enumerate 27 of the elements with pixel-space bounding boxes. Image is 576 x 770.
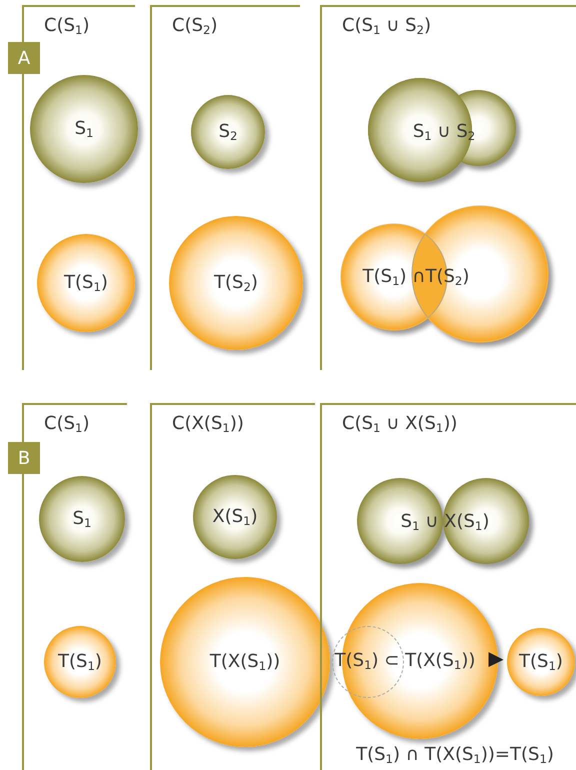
set-label: T(S$_{1}$) xyxy=(58,651,102,673)
set-label: S$_{2}$ xyxy=(218,121,238,143)
panel-frame xyxy=(320,403,576,770)
equation-text: T(S$_{1}$) ∩ T(X(S$_{1}$))=T(S$_{1}$) xyxy=(356,744,554,766)
dashed-circle xyxy=(332,626,404,698)
overlapping-circles xyxy=(341,206,548,342)
set-label: S$_{1}$ xyxy=(72,508,92,530)
panel-frame xyxy=(320,5,576,370)
section-badge: B xyxy=(8,442,40,474)
panel-heading: C(S$_{1}$) xyxy=(44,413,90,435)
set-label: T(S$_{1}$) xyxy=(519,651,563,673)
merged-circles xyxy=(357,478,529,564)
set-label: T(S$_{1}$) xyxy=(64,272,108,294)
panel-heading: C(S$_{1}$ ∪ X(S$_{1}$)) xyxy=(342,413,458,435)
panel-heading: C(S$_{2}$) xyxy=(172,15,218,37)
panel-heading: C(S$_{1}$ ∪ S$_{2}$) xyxy=(342,15,431,37)
set-label: T(S$_{2}$) xyxy=(214,272,258,294)
arrow xyxy=(488,652,504,668)
panel-heading: C(S$_{1}$) xyxy=(44,15,90,37)
set-label: X(S$_{1}$) xyxy=(212,506,258,528)
panel-heading: C(X(S$_{1}$)) xyxy=(172,413,244,435)
section-badge: A xyxy=(8,42,40,74)
set-label: S$_{1}$ xyxy=(74,118,94,140)
set-label: T(X(S$_{1}$)) xyxy=(210,651,280,673)
set-circle xyxy=(507,628,575,696)
merged-circles xyxy=(368,78,516,182)
panel-frame xyxy=(150,5,300,370)
